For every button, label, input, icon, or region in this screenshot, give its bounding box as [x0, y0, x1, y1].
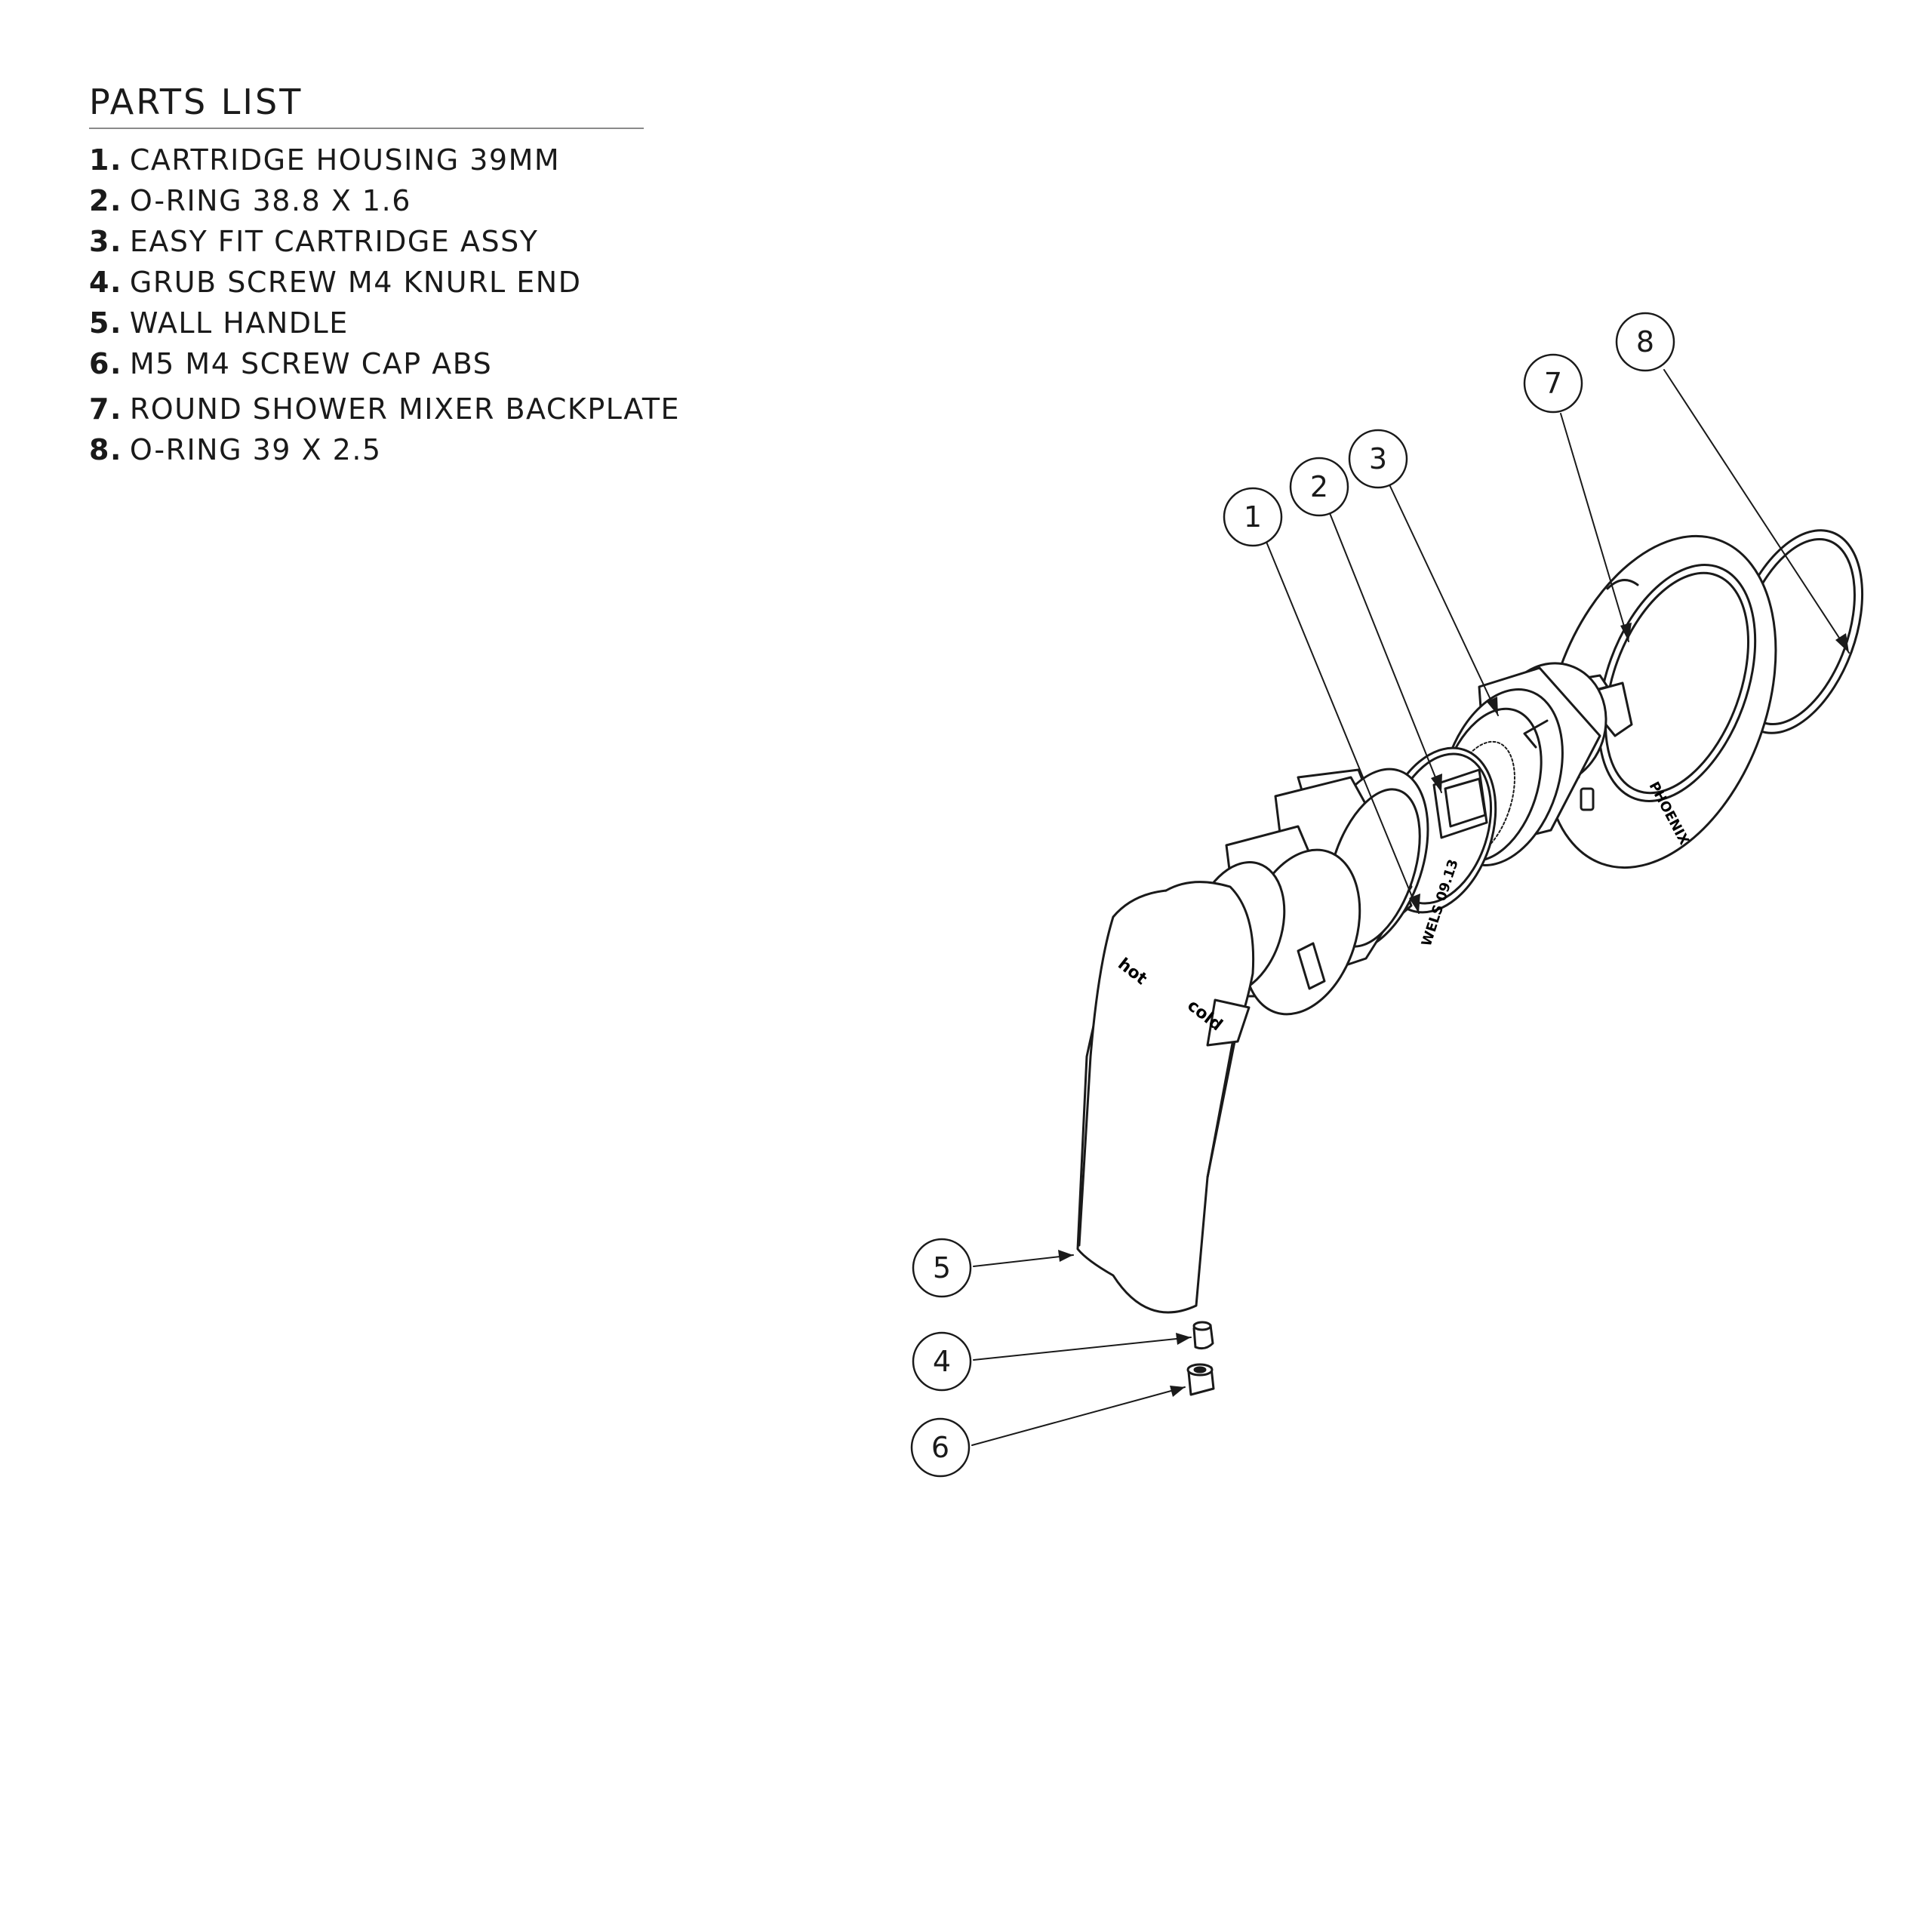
parts-list-items: 1.CARTRIDGE HOUSING 39MM 2.O-RING 38.8 X…	[89, 140, 679, 470]
parts-list-item: 1.CARTRIDGE HOUSING 39MM	[89, 140, 644, 180]
callout-circle-5	[912, 1238, 972, 1298]
part-label: M5 M4 SCREW CAP ABS	[129, 347, 493, 381]
cartridge-housing	[1189, 768, 1429, 1016]
callout-circle-1	[1223, 487, 1283, 547]
wall-handle	[1076, 881, 1255, 1314]
part-number: 8.	[89, 433, 122, 467]
part-label: O-RING 39 X 2.5	[129, 433, 382, 467]
screw-cap	[1186, 1363, 1215, 1396]
callout-numbers: 1 2 3 4 5 6 7 8	[931, 325, 1654, 1464]
callout-number-1: 1	[1244, 500, 1262, 534]
part-label: O-RING 38.8 X 1.6	[129, 184, 411, 218]
callout-number-6: 6	[931, 1431, 949, 1464]
callout-circle-2	[1289, 457, 1349, 517]
parts-list-title: PARTS LIST	[89, 82, 644, 130]
part-label: WALL HANDLE	[129, 306, 349, 340]
part-number: 1.	[89, 143, 122, 177]
part-number: 6.	[89, 347, 122, 381]
part-number: 4.	[89, 266, 122, 300]
part-number: 5.	[89, 306, 122, 340]
round-backplate	[1543, 534, 1777, 869]
part-number: 3.	[89, 225, 122, 259]
parts-list-item: 4.GRUB SCREW M4 KNURL END	[89, 262, 644, 303]
callout-number-4: 4	[933, 1345, 951, 1378]
leader-arrowheads	[1058, 623, 1849, 1397]
callout-circles	[910, 312, 1675, 1478]
callout-circle-6	[910, 1417, 971, 1478]
callout-number-5: 5	[933, 1251, 951, 1284]
grub-screw	[1192, 1321, 1214, 1350]
parts-list-item: 2.O-RING 38.8 X 1.6	[89, 180, 644, 221]
part-label: EASY FIT CARTRIDGE ASSY	[129, 225, 539, 259]
callout-number-3: 3	[1369, 442, 1387, 475]
part-label: GRUB SCREW M4 KNURL END	[129, 266, 582, 300]
callout-number-7: 7	[1544, 367, 1562, 400]
part-label: CARTRIDGE HOUSING 39MM	[129, 143, 561, 177]
callout-circle-3	[1348, 429, 1408, 489]
parts-list-item: 6.M5 M4 SCREW CAP ABS	[89, 343, 644, 384]
callout-circle-8	[1615, 312, 1675, 372]
callout-number-8: 8	[1636, 325, 1654, 358]
part-number: 2.	[89, 184, 122, 218]
callout-circle-4	[912, 1331, 972, 1392]
leader-lines	[971, 369, 1850, 1446]
parts-list-item: 8.O-RING 39 X 2.5	[89, 429, 644, 470]
callout-number-2: 2	[1310, 470, 1328, 503]
parts-list-item: 7.ROUND SHOWER MIXER BACKPLATE	[89, 389, 679, 429]
callout-circle-7	[1523, 353, 1583, 414]
parts-list: PARTS LIST 1.CARTRIDGE HOUSING 39MM 2.O-…	[89, 82, 679, 470]
parts-list-item: 3.EASY FIT CARTRIDGE ASSY	[89, 221, 644, 262]
part-label: ROUND SHOWER MIXER BACKPLATE	[129, 392, 681, 426]
parts-list-item: 5.WALL HANDLE	[89, 303, 644, 343]
part-number: 7.	[89, 392, 122, 426]
